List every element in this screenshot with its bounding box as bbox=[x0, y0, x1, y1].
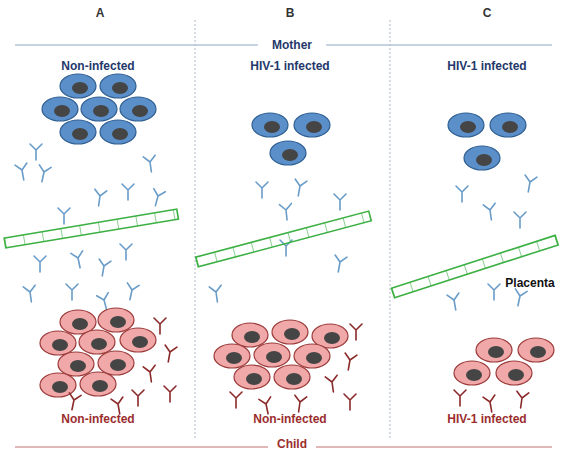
placenta bbox=[4, 209, 178, 248]
maternal-antibody bbox=[334, 194, 346, 210]
maternal-antibody bbox=[447, 293, 462, 311]
maternal-cell bbox=[294, 113, 330, 137]
maternal-antibody bbox=[58, 208, 70, 224]
fetal-antibody bbox=[154, 318, 166, 334]
maternal-antibody bbox=[71, 251, 86, 269]
maternal-cell bbox=[81, 97, 117, 121]
fetal-cell bbox=[274, 365, 310, 389]
maternal-antibody bbox=[120, 244, 132, 260]
fetal-cell bbox=[454, 361, 490, 385]
maternal-antibody bbox=[292, 179, 307, 197]
maternal-antibody bbox=[279, 203, 293, 220]
fetal-cell bbox=[98, 351, 134, 375]
panel-letter: B bbox=[286, 7, 295, 19]
maternal-cell bbox=[42, 97, 78, 121]
status-label: Non-infected bbox=[61, 413, 134, 425]
fetal-antibody bbox=[454, 390, 466, 406]
maternal-antibody bbox=[96, 259, 111, 277]
maternal-cell bbox=[100, 74, 136, 98]
maternal-antibody bbox=[209, 285, 223, 303]
status-label: Non-infected bbox=[253, 413, 326, 425]
fetal-cell bbox=[214, 344, 250, 368]
maternal-antibody bbox=[93, 189, 107, 207]
maternal-cell bbox=[100, 120, 136, 144]
status-label: HIV-1 infected bbox=[250, 60, 329, 72]
part-label: Placenta bbox=[505, 277, 554, 289]
maternal-antibody bbox=[36, 165, 51, 183]
mother-line bbox=[15, 45, 258, 46]
maternal-antibody bbox=[483, 203, 497, 221]
maternal-antibody bbox=[122, 184, 134, 200]
fetal-cell bbox=[232, 323, 268, 347]
maternal-antibody bbox=[512, 289, 527, 307]
group-heading: Child bbox=[274, 438, 310, 450]
panel-letter: C bbox=[483, 7, 492, 19]
fetal-antibody bbox=[132, 390, 144, 406]
maternal-antibody bbox=[256, 182, 268, 198]
placenta bbox=[196, 211, 372, 267]
maternal-antibody bbox=[514, 212, 526, 228]
fetal-cell bbox=[120, 328, 156, 352]
status-label: HIV-1 infected bbox=[447, 413, 526, 425]
status-label: HIV-1 infected bbox=[447, 60, 526, 72]
mother-line bbox=[326, 45, 552, 46]
maternal-antibody bbox=[30, 144, 42, 160]
fetal-cell bbox=[79, 330, 115, 354]
panel-letter: A bbox=[96, 7, 105, 19]
maternal-cell bbox=[448, 113, 484, 137]
maternal-antibody bbox=[488, 284, 500, 300]
column-separator bbox=[195, 20, 196, 440]
maternal-antibody bbox=[522, 175, 537, 193]
maternal-antibody bbox=[124, 283, 139, 301]
fetal-cell bbox=[40, 331, 76, 355]
fetal-antibody bbox=[293, 395, 307, 413]
fetal-cell bbox=[80, 372, 116, 396]
fetal-cell bbox=[234, 365, 270, 389]
placenta bbox=[391, 235, 558, 297]
fetal-cell bbox=[98, 308, 134, 332]
maternal-antibody bbox=[143, 155, 157, 173]
maternal-antibody bbox=[34, 256, 46, 272]
column-separator bbox=[390, 20, 391, 440]
child-line bbox=[316, 447, 552, 448]
fetal-antibody bbox=[325, 375, 339, 393]
fetal-antibody bbox=[342, 353, 357, 371]
maternal-antibody bbox=[456, 186, 468, 202]
fetal-cell bbox=[476, 338, 512, 362]
fetal-cell bbox=[294, 344, 330, 368]
fetal-antibody bbox=[483, 395, 498, 413]
maternal-antibody bbox=[23, 285, 37, 303]
fetal-cell bbox=[58, 352, 94, 376]
maternal-antibody bbox=[150, 189, 166, 208]
maternal-cell bbox=[120, 97, 156, 121]
fetal-cell bbox=[254, 343, 290, 367]
fetal-cell bbox=[496, 361, 532, 385]
fetal-antibody bbox=[164, 386, 176, 402]
fetal-antibody bbox=[350, 324, 362, 340]
maternal-cell bbox=[252, 113, 288, 137]
maternal-cell bbox=[60, 74, 96, 98]
maternal-cell bbox=[464, 146, 500, 170]
group-heading: Mother bbox=[269, 39, 315, 51]
fetal-antibody bbox=[230, 392, 242, 408]
maternal-antibody bbox=[15, 163, 30, 181]
fetal-antibody bbox=[143, 365, 157, 383]
fetal-cell bbox=[518, 338, 554, 362]
child-line bbox=[15, 447, 268, 448]
fetal-cell bbox=[272, 320, 308, 344]
maternal-cell bbox=[270, 141, 306, 165]
fetal-antibody bbox=[344, 394, 356, 410]
status-label: Non-infected bbox=[61, 60, 134, 72]
maternal-cell bbox=[60, 120, 96, 144]
fetal-antibody bbox=[162, 345, 177, 363]
fetal-antibody bbox=[515, 391, 529, 409]
maternal-antibody bbox=[332, 255, 347, 273]
maternal-antibody bbox=[66, 284, 78, 300]
maternal-cell bbox=[490, 113, 526, 137]
fetal-antibody bbox=[66, 393, 81, 411]
